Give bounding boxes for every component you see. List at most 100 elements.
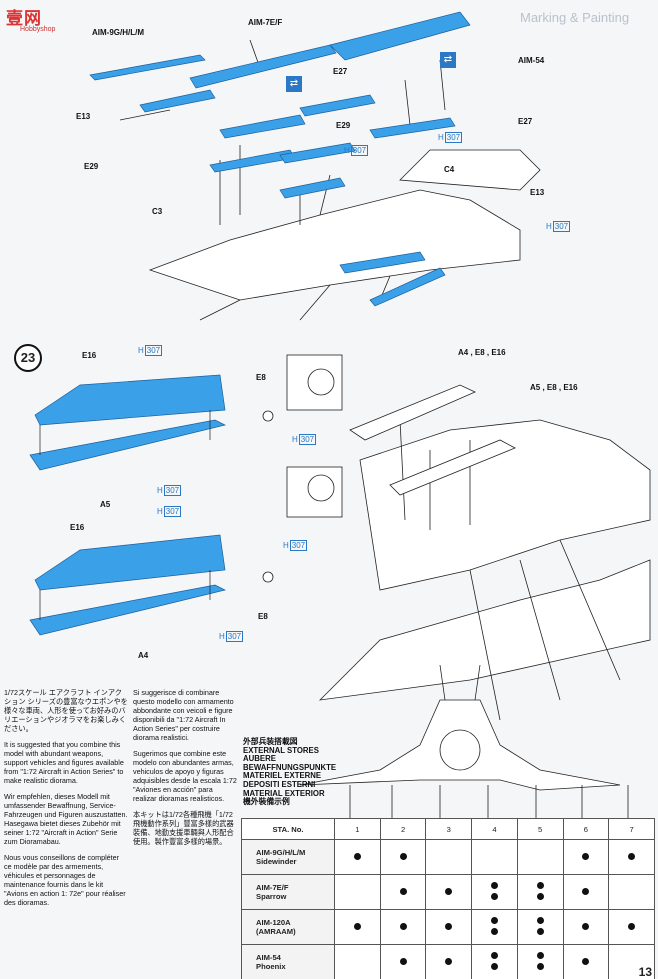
label-a4-e8-e16: A4 , E8 , E16	[458, 348, 506, 357]
rail-lower	[339, 251, 426, 274]
store-dot-icon	[445, 922, 453, 930]
station-1: 1	[334, 818, 381, 840]
label-a5: A5	[100, 500, 111, 509]
station-cell	[471, 839, 518, 875]
weapon-subname: (AMRAAM)	[256, 927, 296, 936]
note-de: Wir empfehlen, dieses Modell mit umfasse…	[4, 792, 128, 846]
stores-title-line: BEWAFFNUNGSPUNKTE	[243, 762, 337, 772]
store-dot-icon	[536, 928, 544, 935]
station-cell	[516, 839, 564, 875]
label-a4: A4	[138, 651, 149, 660]
aim7-missile	[189, 44, 337, 89]
note-en: It is suggested that you combine this mo…	[4, 740, 124, 785]
store-dot-icon	[399, 887, 407, 895]
label-e16-b: E16	[70, 523, 85, 532]
rail-e27-a	[299, 94, 376, 117]
store-dot-icon	[536, 952, 544, 959]
label-e27-a: E27	[333, 67, 348, 76]
pod-e16-b	[34, 534, 226, 591]
station-cell	[516, 909, 564, 945]
note-cn: 本キットは1/72各種飛機「1/72飛機動作系列」豐富多樣的武器裝備、地勤支援車…	[133, 810, 234, 846]
pod-e16-a	[34, 374, 226, 426]
station-4: 4	[471, 818, 518, 840]
stores-header-row: STA. No. 1 2 3 4 5 6 7	[241, 818, 655, 840]
station-cell	[562, 874, 610, 910]
part-e8-b	[262, 571, 274, 583]
rail-e29-a	[219, 114, 306, 139]
label-e8-b: E8	[258, 612, 268, 621]
store-dot-icon	[353, 922, 361, 930]
weapon-subname: Sparrow	[256, 892, 287, 901]
label-e29-a: E29	[336, 121, 351, 130]
label-c4: C4	[444, 165, 455, 174]
weapon-subname: Phoenix	[256, 962, 286, 971]
store-dot-icon	[399, 852, 407, 860]
pod-lower-detail	[389, 439, 516, 496]
label-aim7: AIM-7E/F	[248, 18, 283, 27]
station-cell	[379, 874, 427, 910]
station-cell	[608, 909, 655, 945]
weapon-name-cell: AIM-120A(AMRAAM)	[241, 909, 335, 945]
station-cell	[608, 839, 655, 875]
store-dot-icon	[628, 922, 636, 930]
store-dot-icon	[445, 957, 453, 965]
weapon-name: AIM-9G/H/L/M	[256, 848, 306, 857]
stores-title-line: 機外裝備示例	[243, 797, 290, 807]
label-e13-right: E13	[530, 188, 545, 197]
station-cell	[562, 944, 610, 979]
stores-title: 外部兵装搭載図 EXTERNAL STORES AUBERE BEWAFFNUN…	[243, 737, 337, 807]
stores-row: AIM-120A(AMRAAM)	[241, 909, 655, 945]
station-cell	[334, 839, 381, 875]
store-dot-icon	[445, 887, 453, 895]
rail-e27-b	[369, 117, 456, 139]
station-cell	[516, 874, 564, 910]
pylon-c3	[279, 177, 346, 199]
station-cell	[608, 874, 655, 910]
station-6: 6	[562, 818, 610, 840]
notes-column-left: 1/72スケール エアクラフト インアクション シリーズの豊富なウエポンやを様々…	[4, 688, 128, 914]
label-e8-a: E8	[256, 373, 266, 382]
station-cell	[562, 909, 610, 945]
station-cell	[608, 944, 655, 979]
store-dot-icon	[490, 917, 498, 924]
rail-e29-b	[209, 149, 296, 173]
station-cell	[379, 944, 427, 979]
stores-title-line: 外部兵装搭載図	[243, 737, 298, 746]
pod-a4	[29, 584, 227, 636]
station-cell	[334, 944, 381, 979]
background-title: Marking & Painting	[520, 10, 630, 25]
note-fr: Nous vous conseillons de compléter ce mo…	[4, 853, 126, 907]
label-c3: C3	[152, 207, 163, 216]
store-dot-icon	[628, 852, 636, 860]
intake-top	[399, 149, 541, 191]
station-cell	[471, 874, 518, 910]
label-e16-a: E16	[82, 351, 97, 360]
station-cell	[471, 944, 518, 979]
pod-a5	[29, 419, 227, 471]
site-logo-sub: Hobbyshop	[20, 26, 56, 33]
note-es: Sugerimos que combine este modelo con ab…	[133, 749, 237, 803]
station-cell	[379, 839, 427, 875]
stores-title-line: MATERIAL EXTERIOR	[243, 788, 325, 798]
stores-title-line: DEPOSITI ESTERNI	[243, 779, 316, 789]
station-cell	[334, 874, 381, 910]
weapon-name: AIM-54	[256, 953, 281, 962]
station-cell	[379, 909, 427, 945]
aim54-missile	[329, 11, 471, 61]
station-5: 5	[516, 818, 564, 840]
store-dot-icon	[490, 952, 498, 959]
store-dot-icon	[490, 882, 498, 889]
